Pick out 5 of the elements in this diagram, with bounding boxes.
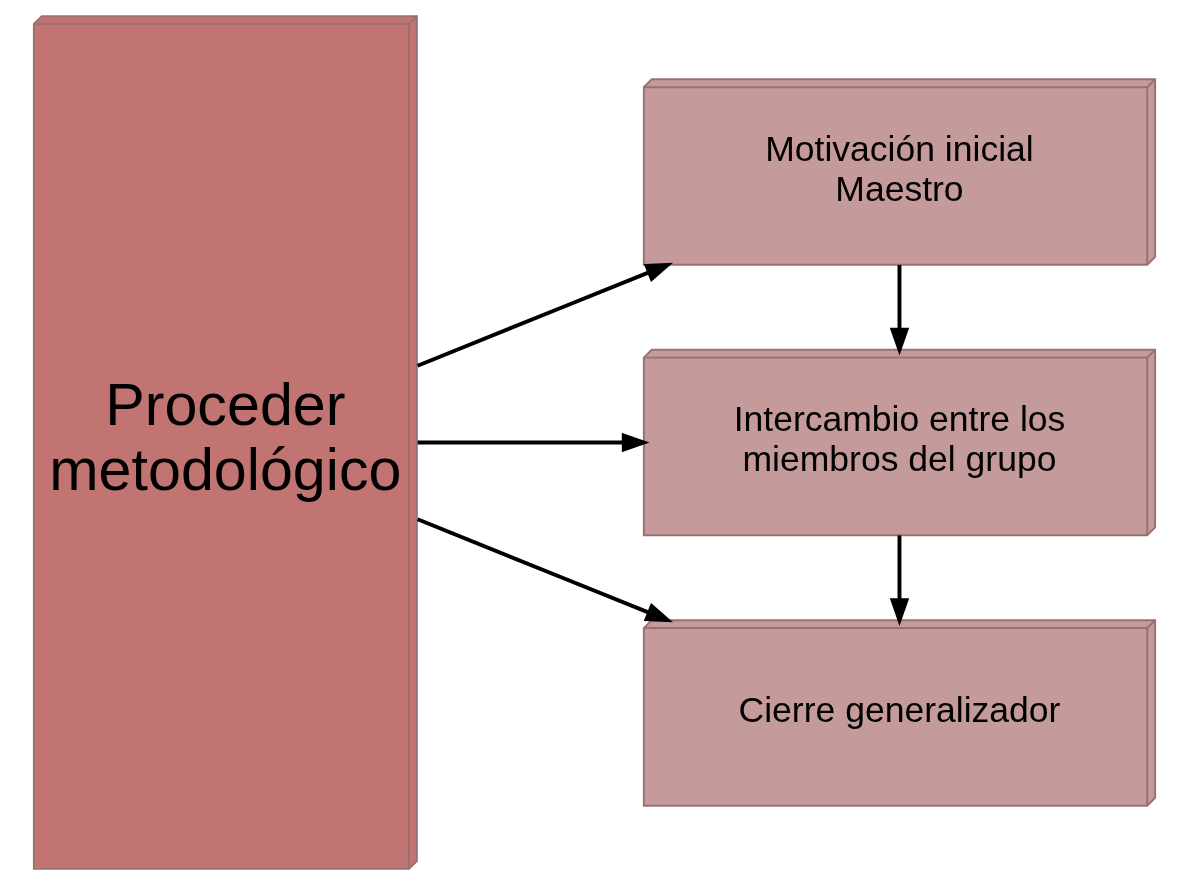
- arrow: [416, 262, 673, 368]
- arrow: [889, 264, 909, 356]
- arrow: [889, 535, 909, 626]
- arrow: [416, 517, 673, 623]
- arrow: [417, 432, 650, 453]
